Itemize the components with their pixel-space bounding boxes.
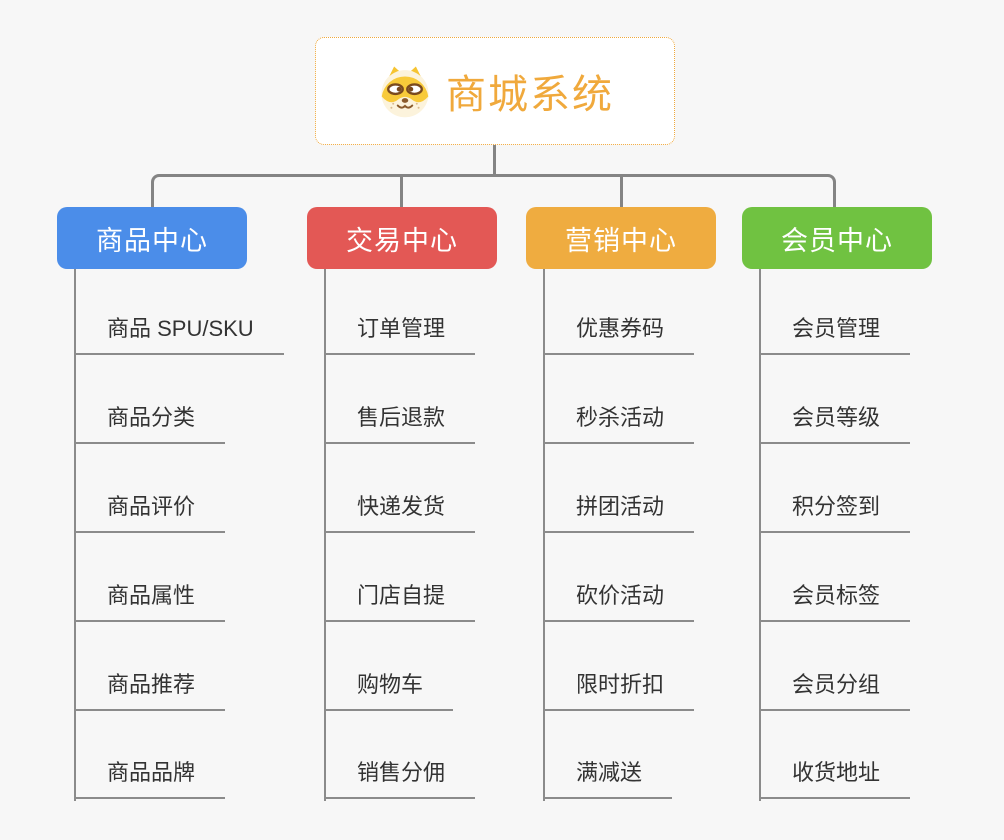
branch-node-label: 会员中心	[781, 225, 893, 256]
leaf-node-label: 限时折扣	[576, 672, 665, 697]
leaf-node-label: 购物车	[357, 672, 424, 697]
subtree-spine-line	[74, 269, 76, 801]
leaf-node[interactable]: 拼团活动	[543, 491, 695, 533]
branch-drop-line	[620, 176, 623, 208]
leaf-node[interactable]: 商品 SPU/SKU	[74, 313, 284, 355]
branch-node[interactable]: 会员中心	[742, 207, 932, 269]
leaf-node-label: 快递发货	[357, 494, 446, 519]
leaf-node[interactable]: 满减送	[543, 757, 673, 799]
dog-face-icon	[381, 66, 429, 118]
leaf-node[interactable]: 限时折扣	[543, 669, 695, 711]
leaf-node-label: 订单管理	[357, 316, 446, 341]
leaf-node[interactable]: 商品属性	[74, 580, 226, 622]
leaf-node-label: 拼团活动	[576, 494, 665, 519]
leaf-node-label: 商品推荐	[107, 672, 196, 697]
leaf-node[interactable]: 商品品牌	[74, 757, 226, 799]
leaf-node[interactable]: 积分签到	[759, 491, 911, 533]
leaf-node[interactable]: 订单管理	[324, 313, 476, 355]
leaf-node-label: 商品 SPU/SKU	[107, 316, 254, 341]
leaf-node-label: 会员标签	[792, 583, 881, 608]
branch-drop-line	[400, 176, 403, 208]
root-node[interactable]: 商城系统	[315, 37, 675, 145]
leaf-node[interactable]: 会员等级	[759, 402, 911, 444]
leaf-node-label: 会员等级	[792, 405, 881, 430]
leaf-node-label: 销售分佣	[357, 760, 446, 785]
leaf-node[interactable]: 砍价活动	[543, 580, 695, 622]
leaf-node[interactable]: 购物车	[324, 669, 454, 711]
leaf-node[interactable]: 门店自提	[324, 580, 476, 622]
leaf-node[interactable]: 售后退款	[324, 402, 476, 444]
leaf-node[interactable]: 收货地址	[759, 757, 911, 799]
leaf-node[interactable]: 会员管理	[759, 313, 911, 355]
leaf-node-label: 满减送	[576, 760, 643, 785]
branch-node[interactable]: 交易中心	[307, 207, 497, 269]
leaf-node-label: 商品分类	[107, 405, 196, 430]
leaf-node[interactable]: 快递发货	[324, 491, 476, 533]
leaf-node-label: 积分签到	[792, 494, 881, 519]
leaf-node-label: 会员管理	[792, 316, 881, 341]
branch-bus-line	[151, 174, 836, 208]
leaf-node-label: 售后退款	[357, 405, 446, 430]
leaf-node[interactable]: 秒杀活动	[543, 402, 695, 444]
root-node-title: 商城系统	[446, 73, 614, 117]
leaf-node[interactable]: 会员分组	[759, 669, 911, 711]
leaf-node-label: 商品品牌	[107, 760, 196, 785]
leaf-node-label: 优惠券码	[576, 316, 665, 341]
leaf-node-label: 砍价活动	[576, 583, 665, 608]
branch-node-label: 商品中心	[96, 225, 208, 256]
branch-node-label: 交易中心	[346, 225, 458, 256]
leaf-node[interactable]: 会员标签	[759, 580, 911, 622]
leaf-node-label: 商品属性	[107, 583, 196, 608]
leaf-node-label: 会员分组	[792, 672, 881, 697]
leaf-node-label: 商品评价	[107, 494, 196, 519]
subtree-spine-line	[324, 269, 326, 801]
leaf-node-label: 门店自提	[357, 583, 446, 608]
leaf-node-label: 秒杀活动	[576, 405, 665, 430]
leaf-node[interactable]: 商品推荐	[74, 669, 226, 711]
leaf-node[interactable]: 商品分类	[74, 402, 226, 444]
leaf-node[interactable]: 优惠券码	[543, 313, 695, 355]
leaf-node[interactable]: 销售分佣	[324, 757, 476, 799]
branch-node[interactable]: 商品中心	[57, 207, 247, 269]
subtree-spine-line	[543, 269, 545, 801]
root-connector-line	[493, 144, 496, 175]
subtree-spine-line	[759, 269, 761, 801]
leaf-node-label: 收货地址	[792, 760, 881, 785]
branch-node[interactable]: 营销中心	[526, 207, 716, 269]
branch-node-label: 营销中心	[565, 225, 677, 256]
leaf-node[interactable]: 商品评价	[74, 491, 226, 533]
